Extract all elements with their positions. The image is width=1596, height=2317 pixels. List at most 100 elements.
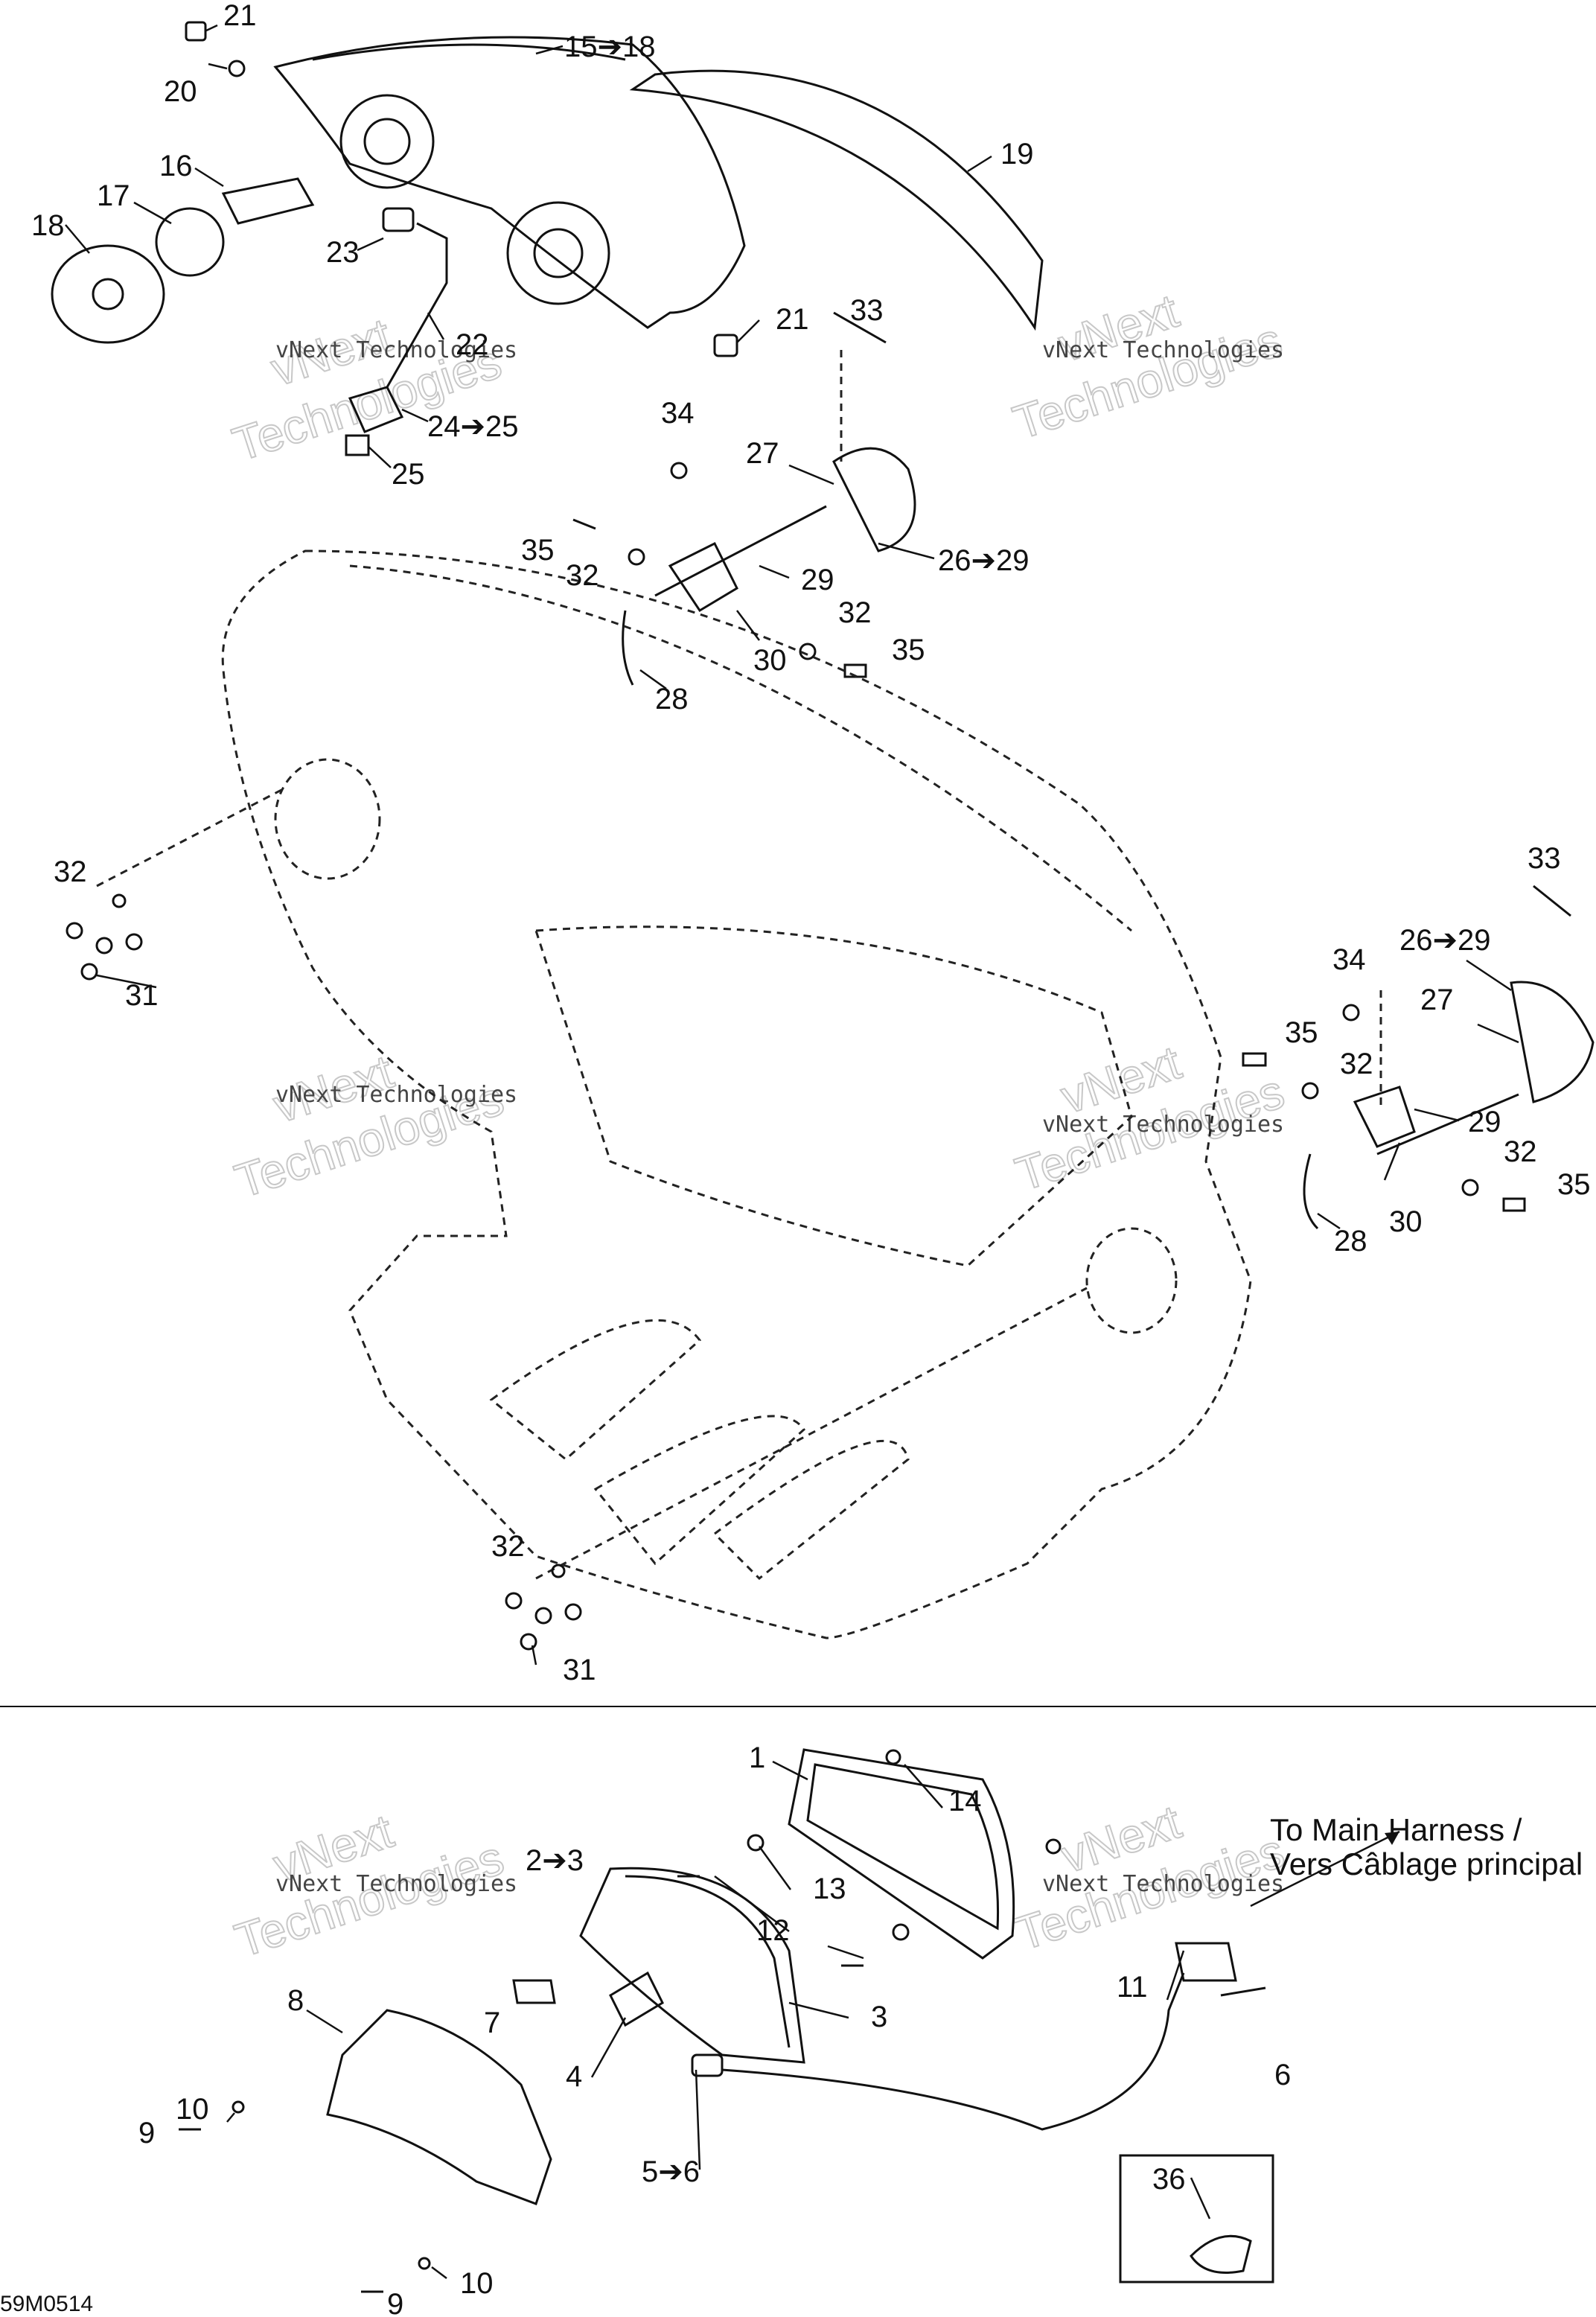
- connector-24: [348, 386, 404, 433]
- washer-13b: [892, 1923, 910, 1941]
- nut-14: [885, 1749, 901, 1765]
- callout-26-29b: 26➔29: [1399, 924, 1491, 957]
- grommet-21: [185, 21, 207, 42]
- arrow-head: [1385, 1832, 1399, 1845]
- callout-6: 6: [1274, 2059, 1291, 2091]
- headlight-bore-right: [1085, 1227, 1178, 1334]
- visor-trim-19: [629, 69, 1044, 331]
- bracket-30: [668, 541, 738, 613]
- callout-8: 8: [287, 1984, 304, 2017]
- tail-light-assembly: [179, 1748, 1400, 2293]
- callout-35b: 35: [892, 634, 925, 666]
- callout-32f: 32: [491, 1530, 525, 1563]
- callout-32: 32: [566, 559, 599, 592]
- vent-slot-2: [593, 1415, 805, 1566]
- grommet-21b: [713, 334, 738, 357]
- callout-33: 33: [850, 294, 884, 327]
- callout-34: 34: [661, 397, 695, 430]
- retainer-17: [155, 207, 225, 277]
- tail-light-cover-8: [326, 2009, 552, 2205]
- screw-33b: [1533, 885, 1571, 917]
- headlight-housing: [273, 36, 746, 329]
- bolt-35d: [1502, 1197, 1526, 1212]
- front-nose-panel: [66, 549, 1252, 1651]
- callout-5-6: 5➔6: [642, 2155, 700, 2188]
- callout-4: 4: [566, 2060, 582, 2093]
- callout-32d: 32: [1340, 1048, 1373, 1080]
- nut-31: [125, 933, 143, 951]
- callout-1: 1: [749, 1741, 765, 1774]
- washer-10: [232, 2100, 245, 2114]
- tail-light-base-inner: [806, 1763, 1000, 1931]
- nut-31b: [564, 1603, 582, 1621]
- callout-28b: 28: [1334, 1225, 1367, 1258]
- tail-light-lens-edge: [625, 1875, 791, 2048]
- callout-32b: 32: [838, 596, 872, 629]
- callout-3: 3: [871, 2001, 887, 2033]
- nose-panel-ridge: [349, 564, 1132, 932]
- turn-signal-lower: [1242, 885, 1595, 1230]
- harness-wire: [721, 1972, 1185, 2131]
- watermark-small: vNext Technologies: [1042, 1112, 1284, 1138]
- headlight-socket-right: [533, 228, 584, 278]
- washer-32d: [1301, 1082, 1319, 1100]
- callout-9b: 9: [387, 2288, 403, 2317]
- vent-slot-1: [489, 1319, 702, 1461]
- callout-28: 28: [655, 683, 689, 716]
- rubber-boot-hole: [92, 278, 124, 310]
- watermarks: vNext Technologies vNext Technologies vN…: [226, 283, 1291, 1969]
- turn-signal-upper: [572, 311, 916, 686]
- wires-28: [622, 610, 634, 686]
- callout-36: 36: [1152, 2163, 1186, 2196]
- callout-32e: 32: [1504, 1135, 1537, 1168]
- nut-34b: [1342, 1004, 1360, 1022]
- callout-18: 18: [31, 209, 65, 242]
- watermark-small: vNext Technologies: [1042, 1871, 1284, 1897]
- headlight-socket-left: [363, 118, 411, 165]
- callout-33b: 33: [1528, 842, 1561, 875]
- callout-34b: 34: [1332, 943, 1366, 976]
- terminals-6: [1220, 1986, 1266, 1997]
- callout-31: 31: [125, 979, 159, 1012]
- wires-28b: [1303, 1153, 1319, 1230]
- callout-27b: 27: [1420, 984, 1454, 1016]
- callout-9: 9: [138, 2117, 155, 2149]
- callout-35d: 35: [1557, 1168, 1591, 1201]
- leader-lines: [65, 24, 1519, 2279]
- washer-10b: [418, 2257, 431, 2270]
- callout-7: 7: [484, 2007, 500, 2039]
- watermark-small: vNext Technologies: [1042, 337, 1284, 363]
- bulb-16: [221, 177, 315, 225]
- callout-35c: 35: [1285, 1016, 1318, 1049]
- callout-25: 25: [392, 458, 425, 491]
- headlight-bore-left: [274, 758, 381, 880]
- headlight-reflector-right: [506, 201, 610, 305]
- headlight-housing-edge: [312, 43, 626, 61]
- callout-31b: 31: [563, 1654, 596, 1686]
- washer-13: [747, 1834, 765, 1852]
- watermark-small: vNext Technologies: [275, 1871, 517, 1897]
- callout-23: 23: [326, 236, 360, 269]
- nut-31: [66, 922, 83, 940]
- callout-22: 22: [456, 328, 489, 361]
- callout-29b: 29: [1468, 1106, 1501, 1138]
- callout-13: 13: [813, 1873, 846, 1905]
- callout-14: 14: [948, 1785, 982, 1817]
- dash-line: [535, 1287, 1088, 1580]
- callout-15-18: 15➔18: [564, 31, 656, 63]
- harness-note-line1: To Main Harness /: [1270, 1812, 1522, 1847]
- vent-slot-3: [712, 1439, 910, 1581]
- headlight-reflector-left: [339, 94, 435, 189]
- callout-10: 10: [176, 2093, 209, 2126]
- connector-11: [1175, 1942, 1237, 1982]
- tail-light-lens-3: [579, 1867, 805, 2064]
- nut-31b: [520, 1633, 537, 1651]
- washer-20: [228, 60, 246, 77]
- washer-32a: [628, 548, 645, 566]
- kit-box-36: [1119, 2154, 1274, 2283]
- nut-31: [80, 963, 98, 981]
- watermark-small: vNext Technologies: [275, 337, 517, 363]
- terminal-25: [345, 434, 370, 456]
- callout-20: 20: [164, 75, 197, 108]
